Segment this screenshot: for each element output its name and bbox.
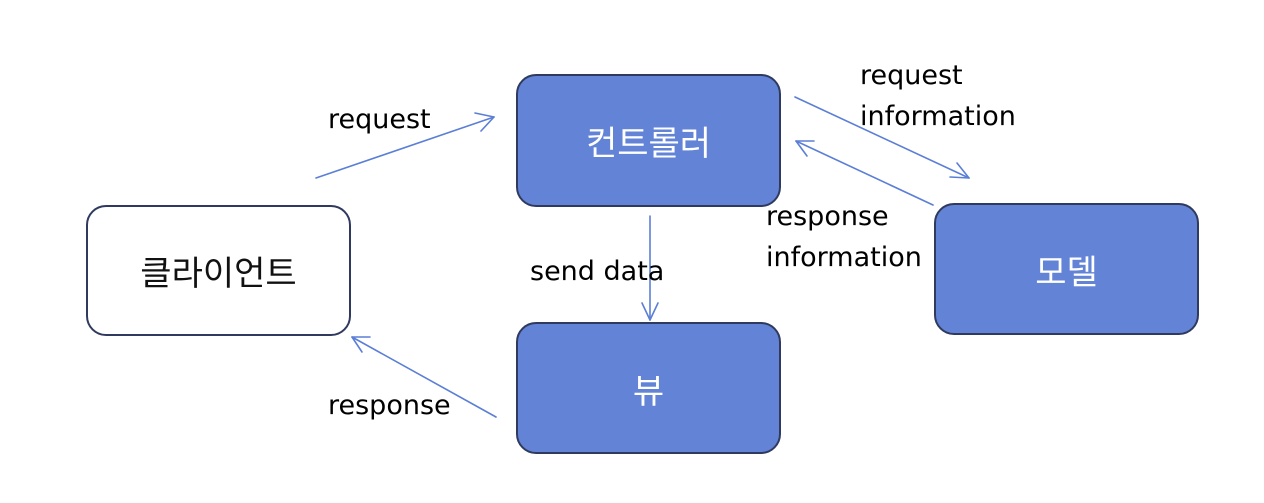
view-label: 뷰 xyxy=(632,371,665,412)
edge-label-response-information-line1: response xyxy=(766,201,889,232)
arrowhead-controller-to-model xyxy=(949,162,970,179)
controller-label: 컨트롤러 xyxy=(585,124,712,164)
arrowhead-model-to-controller xyxy=(795,140,815,157)
client-node: 클라이언트 xyxy=(86,205,351,336)
edge-label-request-information-line1: request xyxy=(860,60,963,91)
arrowhead-controller-to-view xyxy=(641,302,659,321)
edge-label-request: request xyxy=(328,104,431,135)
arrow-controller-to-model xyxy=(794,96,970,179)
model-label: 모델 xyxy=(1035,252,1098,293)
edge-label-response-information-line2: information xyxy=(766,242,922,273)
client-label: 클라이언트 xyxy=(140,254,297,294)
edge-label-request-information-line2: information xyxy=(860,101,1016,132)
arrowhead-view-to-client xyxy=(351,336,371,353)
model-node: 모델 xyxy=(934,203,1199,335)
edge-label-send-data: send data xyxy=(530,256,665,287)
edge-label-request-information: request information xyxy=(860,55,1016,137)
arrowhead-client-to-controller xyxy=(474,112,495,132)
controller-node: 컨트롤러 xyxy=(516,74,781,207)
edge-label-response-information: response information xyxy=(766,196,922,278)
view-node: 뷰 xyxy=(516,322,781,454)
edge-label-response: response xyxy=(328,390,451,421)
arrow-view-to-client xyxy=(351,336,497,418)
arrow-model-to-controller xyxy=(795,140,934,206)
arrow-client-to-controller xyxy=(315,116,495,179)
